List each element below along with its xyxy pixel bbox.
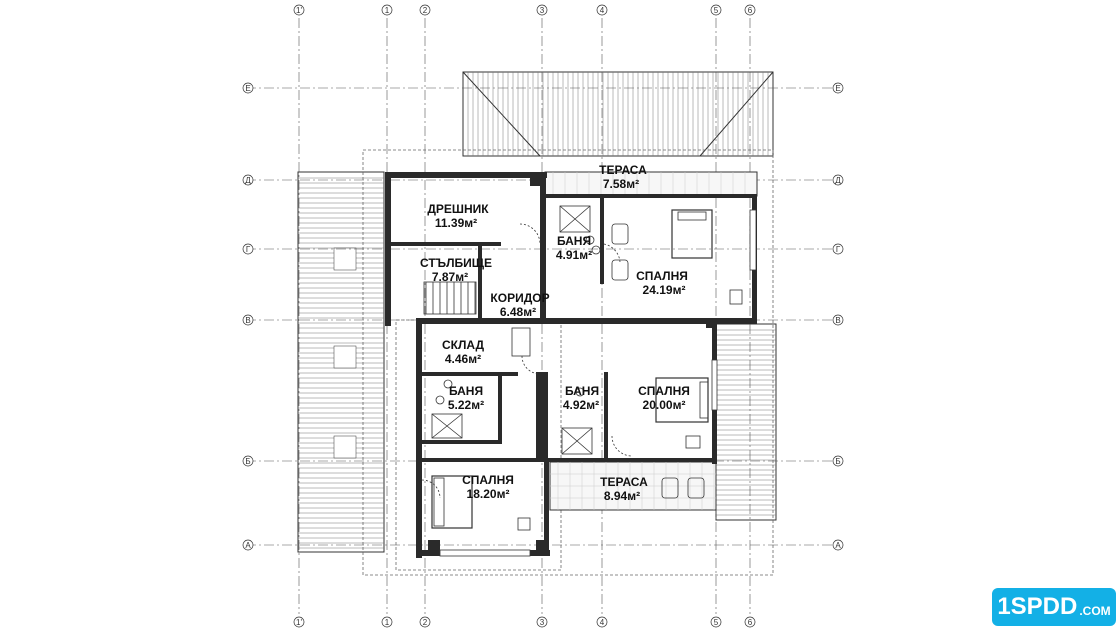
axis-bubble bbox=[832, 174, 844, 186]
site-logo[interactable]: 1SPDD.COM bbox=[992, 588, 1116, 626]
axis-label-horizontal: Г bbox=[246, 245, 251, 254]
room-corridor-area: 6.48м² bbox=[500, 305, 536, 319]
room-terrace-1-area: 7.58м² bbox=[603, 177, 639, 191]
room-bedroom-1-area: 24.19м² bbox=[643, 283, 686, 297]
axis-bubble bbox=[242, 455, 254, 467]
room-bedroom-1-name: СПАЛНЯ bbox=[636, 269, 688, 283]
axis-label-vertical: 1 bbox=[385, 618, 390, 627]
axis-label-vertical: 5 bbox=[714, 618, 719, 627]
room-dressing-name: ДРЕШНИК bbox=[427, 202, 489, 216]
axis-label-vertical: 3 bbox=[540, 618, 545, 627]
room-storage-area: 4.46м² bbox=[445, 352, 481, 366]
axis-label-horizontal: Е bbox=[245, 84, 250, 93]
axis-label-vertical: 1' bbox=[296, 618, 302, 627]
axis-bubble bbox=[832, 243, 844, 255]
axis-label-horizontal: Б bbox=[245, 457, 250, 466]
axis-bubble bbox=[710, 4, 722, 16]
axis-bubble bbox=[419, 4, 431, 16]
room-stairs-name: СТЪЛБИЩЕ bbox=[420, 256, 492, 270]
axis-label-horizontal: А bbox=[835, 541, 841, 550]
terrace-tiles bbox=[550, 172, 746, 510]
axis-bubble bbox=[242, 82, 254, 94]
axis-label-horizontal: В bbox=[245, 316, 250, 325]
axis-bubble bbox=[744, 616, 756, 628]
fixtures bbox=[421, 205, 757, 557]
room-bath-2-name: БАНЯ bbox=[449, 384, 483, 398]
room-labels: ТЕРАСА 7.58м² ДРЕШНИК 11.39м² БАНЯ 4.91м… bbox=[420, 163, 690, 503]
axis-bubble bbox=[293, 4, 305, 16]
axis-label-vertical: 4 bbox=[600, 618, 605, 627]
roof-top bbox=[462, 71, 774, 157]
axis-bubble bbox=[419, 616, 431, 628]
logo-main-text: 1SPDD bbox=[997, 593, 1078, 620]
axis-bubble bbox=[596, 616, 608, 628]
axis-bubble bbox=[832, 314, 844, 326]
room-bath-3-area: 4.92м² bbox=[563, 398, 599, 412]
room-bath-1-name: БАНЯ bbox=[557, 234, 591, 248]
axis-label-horizontal: Д bbox=[245, 176, 251, 185]
axis-bubble bbox=[242, 314, 254, 326]
axis-label-horizontal: А bbox=[245, 541, 251, 550]
axis-bubble bbox=[596, 4, 608, 16]
axis-bubble bbox=[536, 4, 548, 16]
axis-bubble bbox=[242, 539, 254, 551]
axis-label-horizontal: В bbox=[835, 316, 840, 325]
axis-label-vertical: 3 bbox=[540, 6, 545, 15]
axis-bubble bbox=[242, 243, 254, 255]
axis-label-horizontal: Е bbox=[835, 84, 840, 93]
axis-bubble bbox=[381, 616, 393, 628]
axis-label-vertical: 1' bbox=[296, 6, 302, 15]
axis-label-vertical: 1 bbox=[385, 6, 390, 15]
room-terrace-1-name: ТЕРАСА bbox=[599, 163, 647, 177]
room-bedroom-2-area: 20.00м² bbox=[643, 398, 686, 412]
room-terrace-2-name: ТЕРАСА bbox=[600, 475, 648, 489]
axis-bubble bbox=[710, 616, 722, 628]
room-bath-1-area: 4.91м² bbox=[556, 248, 592, 262]
axis-bubble bbox=[536, 616, 548, 628]
room-dressing-area: 11.39м² bbox=[435, 216, 477, 230]
room-storage-name: СКЛАД bbox=[442, 338, 485, 352]
axis-bubble bbox=[832, 539, 844, 551]
room-bedroom-2-name: СПАЛНЯ bbox=[638, 384, 690, 398]
axis-label-vertical: 6 bbox=[748, 6, 753, 15]
axis-bubble bbox=[832, 455, 844, 467]
axis-label-horizontal: Д bbox=[835, 176, 841, 185]
room-corridor-name: КОРИДОР bbox=[490, 291, 549, 305]
room-bath-3-name: БАНЯ bbox=[565, 384, 599, 398]
roof-right bbox=[715, 323, 777, 521]
logo-suffix-text: .COM bbox=[1079, 604, 1111, 618]
axis-label-horizontal: Б bbox=[835, 457, 840, 466]
room-bedroom-3-area: 18.20м² bbox=[467, 487, 510, 501]
axis-bubble bbox=[744, 4, 756, 16]
axis-label-horizontal: Г bbox=[836, 245, 841, 254]
room-stairs-area: 7.87м² bbox=[432, 270, 468, 284]
axis-bubble bbox=[832, 82, 844, 94]
room-terrace-2-area: 8.94м² bbox=[604, 489, 640, 503]
room-bedroom-3-name: СПАЛНЯ bbox=[462, 473, 514, 487]
axis-label-vertical: 4 bbox=[600, 6, 605, 15]
axis-label-vertical: 5 bbox=[714, 6, 719, 15]
axis-bubble bbox=[242, 174, 254, 186]
axis-label-vertical: 6 bbox=[748, 618, 753, 627]
axis-bubble bbox=[381, 4, 393, 16]
axis-label-vertical: 2 bbox=[423, 6, 428, 15]
roof-left bbox=[297, 171, 385, 553]
axis-label-vertical: 2 bbox=[423, 618, 428, 627]
room-bath-2-area: 5.22м² bbox=[448, 398, 484, 412]
axis-bubble bbox=[293, 616, 305, 628]
